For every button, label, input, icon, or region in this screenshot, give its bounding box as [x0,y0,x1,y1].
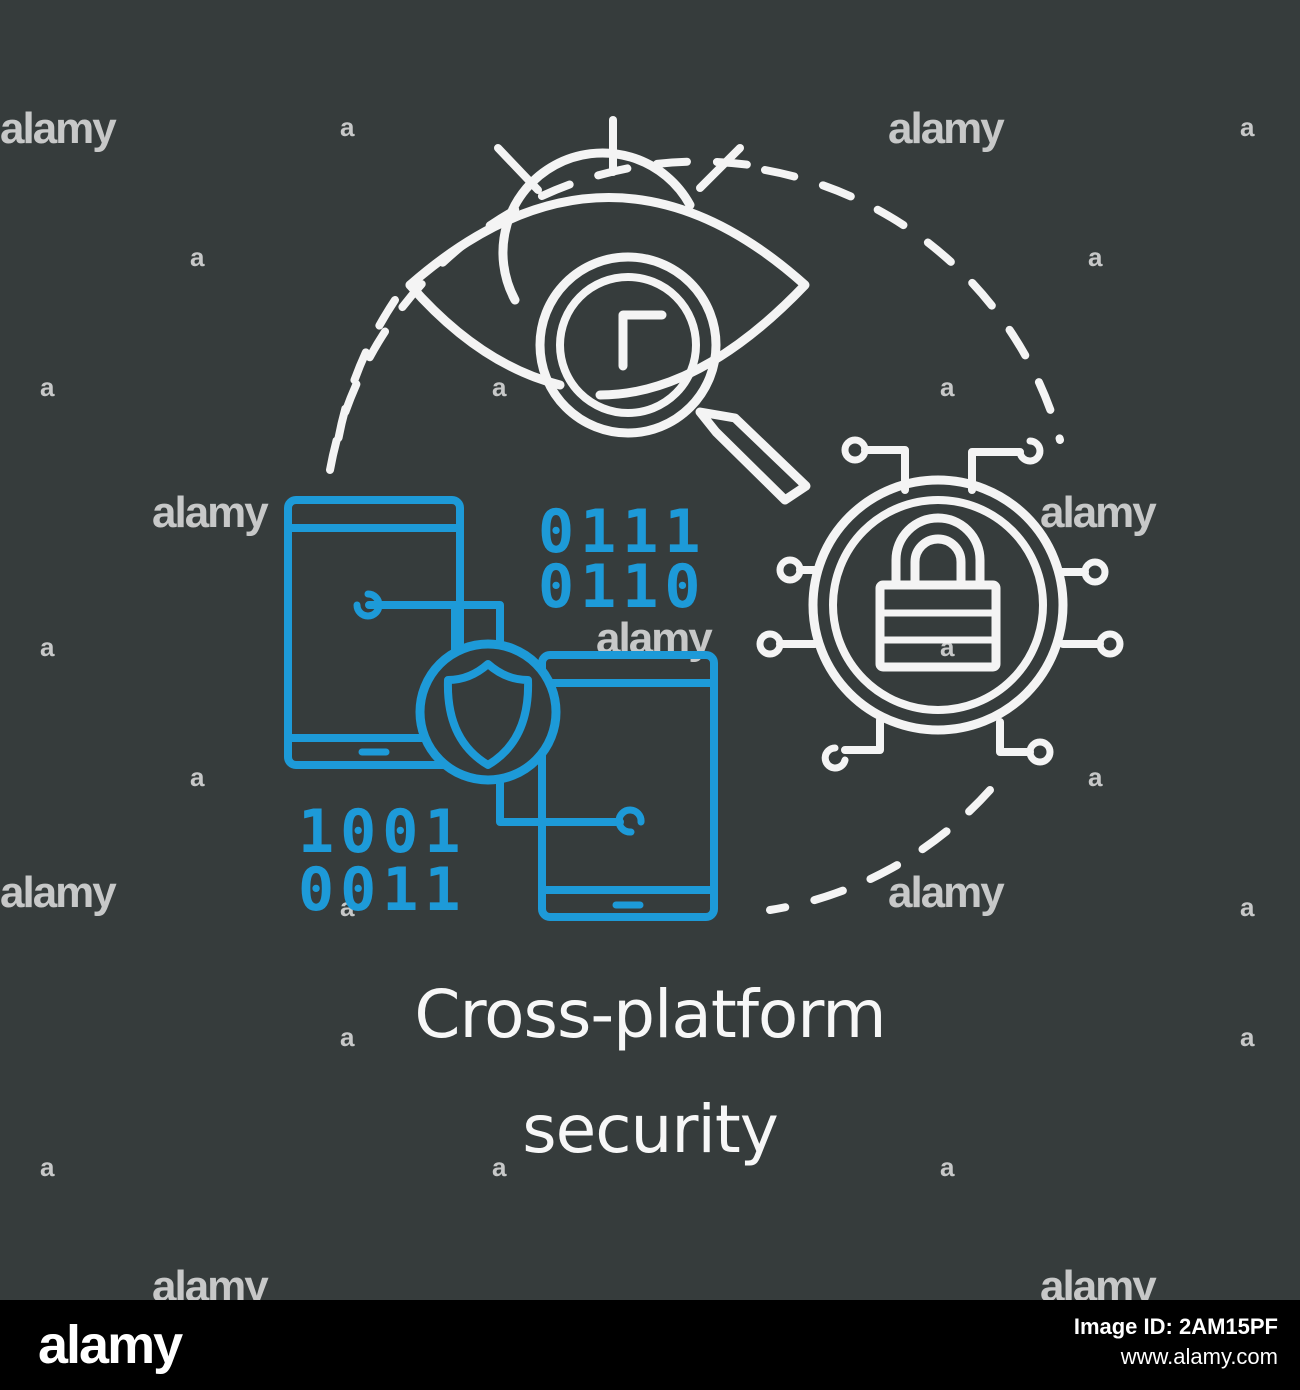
watermark-alamy: alamy [888,104,1005,153]
watermark-mark: a [40,1152,55,1182]
watermark-alamy: alamy [152,488,269,537]
dashed-orbit-left [331,296,399,464]
watermark-mark: a [190,762,205,792]
shield-icon [415,639,561,785]
binary-top-line-2: 0110 [538,552,707,622]
watermark-mark: a [1088,762,1103,792]
watermark-mark: a [190,242,205,272]
watermark-mark: a [940,372,955,402]
binary-top-line-1: 0111 [538,497,707,567]
watermark-mark: a [340,1022,355,1052]
alamy-logo: alamy [38,1315,183,1375]
site-url: www.alamy.com [1120,1344,1278,1369]
watermark-mark: a [340,112,355,142]
watermark-mark: a [40,632,55,662]
padlock-icon [875,513,1001,672]
watermark-mark: a [492,1152,507,1182]
circuit-icon [756,436,1124,772]
watermark-alamy: alamy [888,868,1005,917]
eye-icon [405,116,810,400]
page-title-line-2: security [522,1091,779,1168]
dashed-orbit [326,157,1064,914]
watermark-mark: a [492,372,507,402]
magnifier-icon [535,252,811,505]
watermark-alamy: alamy [1040,488,1157,537]
image-id-block: Image ID: 2AM15PF www.alamy.com [1074,1312,1278,1372]
concept-illustration: 0111 0110 1001 0011 [284,116,1124,925]
watermark-alamy: alamy [0,104,117,153]
binary-bottom-line-1: 1001 [298,797,467,867]
watermark-mark: a [940,1152,955,1182]
watermark-mark: a [1240,112,1255,142]
watermark-mark: a [40,372,55,402]
watermark-mark: a [1088,242,1103,272]
watermark-mark: a [1240,892,1255,922]
watermark-mark: a [340,892,355,922]
tablet-icon-left [284,496,464,769]
stock-footer-bar: alamy Image ID: 2AM15PF www.alamy.com [0,1300,1300,1390]
padlock-circuit-icon [756,436,1124,772]
tablet-icon-right [538,651,718,921]
page-title-line-1: Cross-platform [414,976,886,1053]
watermark-alamy: alamy [0,868,117,917]
watermark-mark: a [1240,1022,1255,1052]
image-id-label: Image ID: 2AM15PF [1073,1314,1278,1339]
binary-bottom-line-2: 0011 [298,855,467,925]
